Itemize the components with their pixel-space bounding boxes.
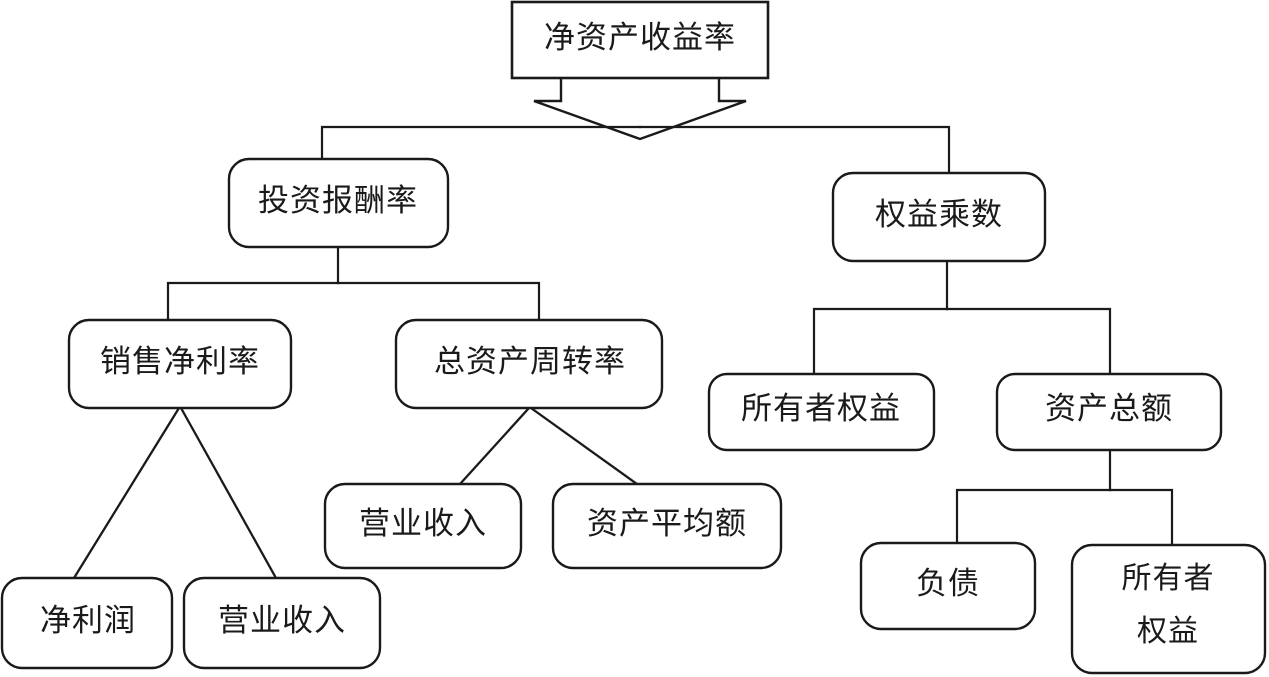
edge-asset-turnover-to-operating-revenue-2 — [458, 406, 531, 486]
node-owners-equity-bottom[interactable]: 所有者 权益 — [1070, 543, 1267, 675]
node-roi[interactable]: 投资报酬率 — [227, 157, 450, 249]
edge-roe-to-roi — [320, 125, 642, 161]
node-operating-revenue-1-shape — [182, 576, 382, 670]
edge-total-assets-to-liabilities — [955, 488, 1112, 545]
node-owners-equity-mid[interactable]: 所有者权益 — [707, 372, 936, 452]
node-equity-multiplier-label: 权益乘数 — [875, 197, 1003, 232]
node-asset-turnover[interactable]: 总资产周转率 — [394, 318, 664, 410]
node-operating-revenue-2-label: 营业收入 — [359, 506, 487, 541]
node-total-assets-shape — [995, 372, 1223, 452]
node-total-assets[interactable]: 资产总额 — [995, 372, 1223, 452]
connector-group — [72, 78, 1174, 580]
node-roi-shape — [227, 157, 450, 249]
edge-net-profit-margin-to-net-profit — [72, 406, 181, 580]
node-average-assets-shape — [551, 482, 783, 570]
node-net-profit[interactable]: 净利润 — [0, 576, 174, 670]
node-equity-multiplier-shape — [831, 171, 1047, 263]
node-asset-turnover-shape — [394, 318, 664, 410]
node-liabilities-label: 负债 — [916, 566, 980, 601]
node-operating-revenue-2-shape — [323, 482, 523, 570]
node-operating-revenue-2[interactable]: 营业收入 — [323, 482, 523, 570]
node-average-assets-label: 资产平均额 — [587, 506, 747, 541]
node-net-profit-margin-label: 销售净利率 — [100, 344, 260, 379]
node-net-profit-margin[interactable]: 销售净利率 — [67, 318, 293, 410]
edge-roi-to-net-profit-margin — [166, 281, 340, 322]
node-net-profit-shape — [0, 576, 174, 670]
edge-equity-multiplier-to-total-assets — [945, 307, 1112, 376]
node-roi-label: 投资报酬率 — [258, 183, 418, 218]
edge-roe-to-equity-multiplier — [638, 125, 951, 175]
edge-total-assets-to-owners-equity-bottom — [1108, 488, 1174, 547]
edge-asset-turnover-to-average-assets — [529, 406, 639, 486]
node-equity-multiplier[interactable]: 权益乘数 — [831, 171, 1047, 263]
node-roe[interactable]: 净资产收益率 — [510, 0, 770, 80]
node-owners-equity-bottom-label-line1: 所有者 — [1122, 562, 1215, 595]
node-operating-revenue-1[interactable]: 营业收入 — [182, 576, 382, 670]
node-owners-equity-mid-label: 所有者权益 — [741, 391, 901, 426]
node-operating-revenue-1-label: 营业收入 — [218, 603, 346, 638]
node-owners-equity-mid-shape — [707, 372, 936, 452]
node-owners-equity-bottom-shape — [1070, 543, 1267, 675]
node-average-assets[interactable]: 资产平均额 — [551, 482, 783, 570]
node-total-assets-label: 资产总额 — [1045, 391, 1173, 426]
node-asset-turnover-label: 总资产周转率 — [434, 344, 626, 379]
node-liabilities-shape — [859, 541, 1037, 631]
node-roe-shape — [510, 0, 770, 80]
node-roe-label: 净资产收益率 — [544, 20, 736, 55]
edge-roe-to-split-arrow — [533, 78, 747, 141]
node-owners-equity-bottom-label-line2: 权益 — [1137, 615, 1199, 648]
edge-net-profit-margin-to-operating-revenue-1 — [179, 406, 278, 580]
edge-roi-to-asset-turnover — [336, 281, 541, 322]
node-net-profit-label: 净利润 — [40, 603, 136, 638]
edge-equity-multiplier-to-owners-equity-mid — [812, 307, 949, 376]
node-liabilities[interactable]: 负债 — [859, 541, 1037, 631]
node-net-profit-margin-shape — [67, 318, 293, 410]
